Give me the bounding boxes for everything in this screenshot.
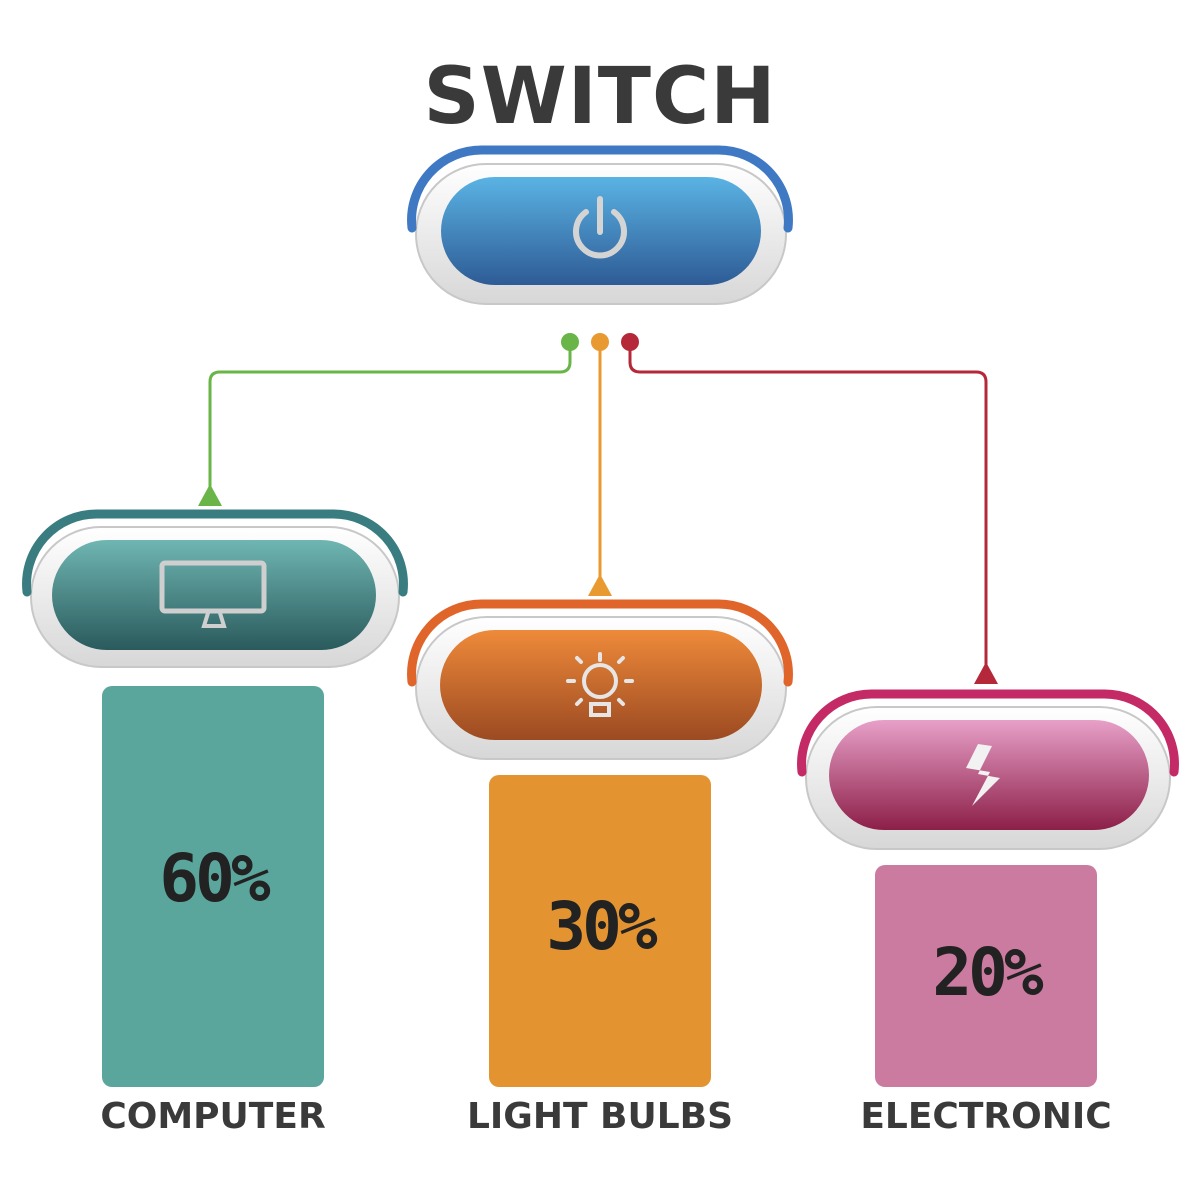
electronic-label: ELECTRONIC xyxy=(860,1096,1112,1137)
connector-computer xyxy=(198,333,579,506)
electronic-button[interactable] xyxy=(797,689,1179,850)
power-icon xyxy=(573,196,627,259)
light-bulbs-button[interactable] xyxy=(407,599,793,760)
electronic-value-block xyxy=(875,865,1097,1087)
computer-value-block xyxy=(102,686,324,1087)
lightning-icon xyxy=(966,744,1000,806)
light-bulbs-label: LIGHT BULBS xyxy=(466,1096,734,1137)
lightbulb-icon xyxy=(566,652,634,717)
connector-electronic xyxy=(621,333,998,684)
main-switch-button[interactable] xyxy=(407,145,793,305)
diagram-title: SWITCH xyxy=(423,52,777,142)
light-bulbs-percentage: 30% xyxy=(546,888,657,965)
connector-light-bulbs xyxy=(588,333,612,596)
light-bulbs-value-block xyxy=(489,775,711,1087)
computer-button[interactable] xyxy=(22,509,408,668)
computer-label: COMPUTER xyxy=(100,1096,326,1137)
computer-percentage: 60% xyxy=(159,840,270,917)
monitor-icon xyxy=(159,560,267,628)
electronic-percentage: 20% xyxy=(932,934,1043,1011)
